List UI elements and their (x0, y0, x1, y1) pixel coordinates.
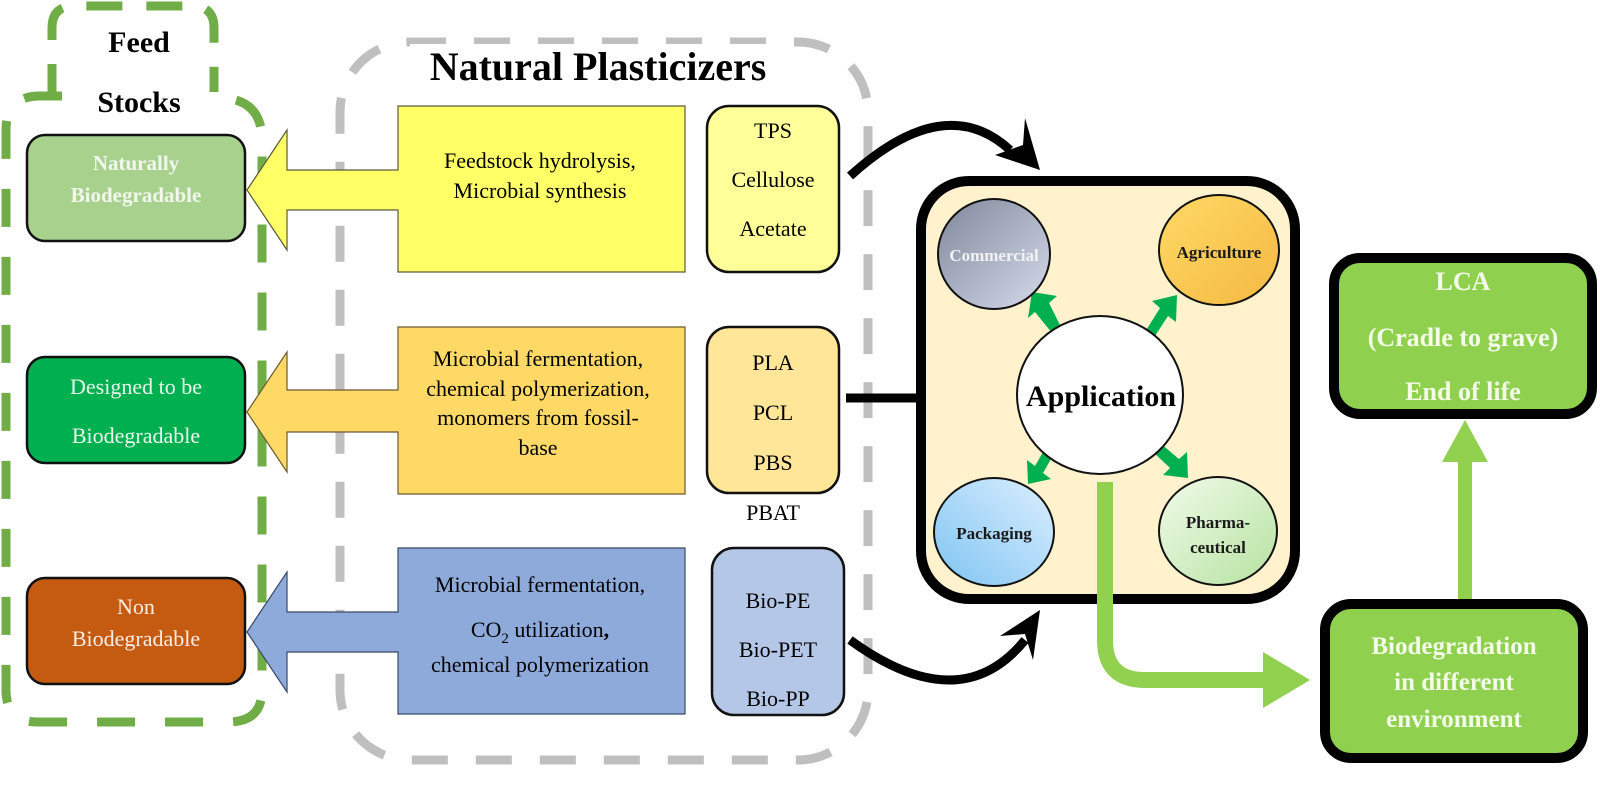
arrow-top-curve (846, 120, 1014, 180)
node-circle (933, 477, 1055, 587)
feedstock-label-line2: Biodegradable (72, 626, 200, 651)
lca-line2: (Cradle to grave) (1368, 323, 1559, 352)
feedstocks-title-line1: Feed (108, 26, 170, 59)
application-center-circle (1016, 315, 1184, 475)
feedstock-designed-biodegradable[interactable]: Designed to be Biodegradable (25, 355, 247, 465)
node-circle (1158, 476, 1278, 586)
flow-arrow-to-biodegradation-head-icon (1263, 652, 1310, 708)
arrow-to-agriculture-icon (1145, 295, 1177, 339)
material-label-pbat: PBAT (746, 500, 800, 525)
plasticizer-row-2: Microbial fermentation, chemical polymer… (246, 325, 841, 525)
material-label: Acetate (739, 216, 806, 241)
materials-box-pla[interactable]: PLA PCL PBS (705, 325, 841, 495)
biodegradation-line3: environment (1386, 706, 1522, 733)
natural-plasticizers-group: Natural Plasticizers Feedstock hydrolysi… (246, 37, 873, 765)
end-of-life-flow: LCA (Cradle to grave) End of life Biodeg… (1097, 253, 1597, 763)
feedstock-label-line2: Biodegradable (71, 183, 202, 207)
material-label: Cellulose (731, 167, 814, 192)
application-center-label: Application (1026, 380, 1176, 413)
node-label-line2: ceutical (1190, 538, 1246, 557)
feedstocks-title-border (47, 1, 219, 100)
application-node-agriculture[interactable]: Agriculture (1158, 194, 1280, 306)
material-label: PLA (752, 350, 794, 375)
feedstock-box (25, 355, 247, 465)
arrow-to-commercial-icon (1028, 292, 1060, 333)
application-node-packaging[interactable]: Packaging (933, 477, 1055, 587)
biodegradation-line2: in different (1394, 669, 1514, 696)
feedstock-box (25, 133, 247, 243)
process-text-line: Microbial fermentation, (435, 572, 645, 597)
application-center[interactable]: Application (1016, 315, 1184, 475)
flow-arrow-to-biodegradation (1097, 482, 1270, 688)
lca-box-rect (1329, 253, 1597, 419)
material-label: Bio-PP (746, 686, 810, 711)
application-panel: Commercial Agriculture Packaging Pharma-… (916, 176, 1300, 604)
node-label-line1: Pharma- (1186, 513, 1251, 532)
biodegradation-box[interactable]: Biodegradation in different environment (1320, 599, 1588, 763)
node-label: Commercial (949, 246, 1039, 265)
arrow-bottom-curve (847, 636, 1029, 685)
feedstock-label-line2: Biodegradable (72, 423, 200, 448)
feedstocks-title-line2: Stocks (97, 86, 180, 119)
materials-box (705, 325, 841, 495)
biodegradation-line1: Biodegradation (1371, 633, 1536, 660)
material-label: TPS (754, 118, 792, 143)
materials-box (710, 546, 846, 717)
feedstock-non-biodegradable[interactable]: Non Biodegradable (25, 576, 247, 686)
node-label: Agriculture (1177, 243, 1262, 262)
materials-box-tps[interactable]: TPS Cellulose Acetate (705, 104, 841, 274)
application-node-commercial[interactable]: Commercial (937, 198, 1051, 310)
plasticizer-row-3: Microbial fermentation, CO2 utilization,… (246, 546, 846, 717)
process-text-line-co2: CO2 utilization, (471, 617, 609, 647)
process-text-line: monomers from fossil- (437, 405, 639, 430)
lca-box[interactable]: LCA (Cradle to grave) End of life (1329, 253, 1597, 419)
node-label: Packaging (956, 524, 1032, 543)
feedstock-label-line1: Naturally (93, 151, 180, 175)
node-circle (937, 198, 1051, 310)
material-label: PCL (753, 400, 793, 425)
application-node-pharmaceutical[interactable]: Pharma- ceutical (1158, 476, 1278, 586)
process-text-line: Microbial fermentation, (433, 346, 643, 371)
process-text-line: Microbial synthesis (454, 178, 627, 203)
arrow-bottom-head-icon (1000, 610, 1040, 660)
process-text-line: Feedstock hydrolysis, (444, 148, 636, 173)
process-text-line: chemical polymerization (431, 652, 649, 677)
natural-plasticizers-title: Natural Plasticizers (430, 44, 767, 89)
lca-line1: LCA (1436, 267, 1491, 296)
lca-line3: End of life (1405, 377, 1521, 406)
feedstock-box (25, 576, 247, 686)
process-text-line: base (518, 435, 557, 460)
process-arrow-co2[interactable] (246, 547, 686, 715)
feedstock-naturally-biodegradable[interactable]: Naturally Biodegradable (25, 133, 247, 243)
feedstock-label-line1: Non (117, 594, 155, 619)
title-background (410, 44, 780, 96)
process-text-line: chemical polymerization, (426, 376, 650, 401)
material-label: PBS (753, 450, 792, 475)
arrow-to-pharmaceutical-icon (1152, 443, 1188, 478)
materials-box-bio-pe[interactable]: Bio-PE Bio-PET Bio-PP (710, 546, 846, 717)
arrow-top-head-icon (995, 118, 1040, 170)
process-arrow-hydrolysis[interactable] (246, 105, 686, 273)
material-label: Bio-PE (746, 588, 811, 613)
process-arrow-fermentation[interactable] (246, 326, 686, 495)
material-label: Bio-PET (739, 637, 818, 662)
node-circle (1158, 194, 1280, 306)
feedstocks-border (1, 91, 267, 727)
biodegradation-box-rect (1320, 599, 1588, 763)
feedstock-label-line1: Designed to be (70, 374, 202, 399)
flow-arrow-to-lca-head-icon (1442, 420, 1488, 462)
materials-box (705, 104, 841, 274)
feedstocks-group: Feed Stocks Naturally Biodegradable Desi… (1, 1, 267, 727)
plasticizer-row-1: Feedstock hydrolysis, Microbial synthesi… (246, 104, 841, 274)
